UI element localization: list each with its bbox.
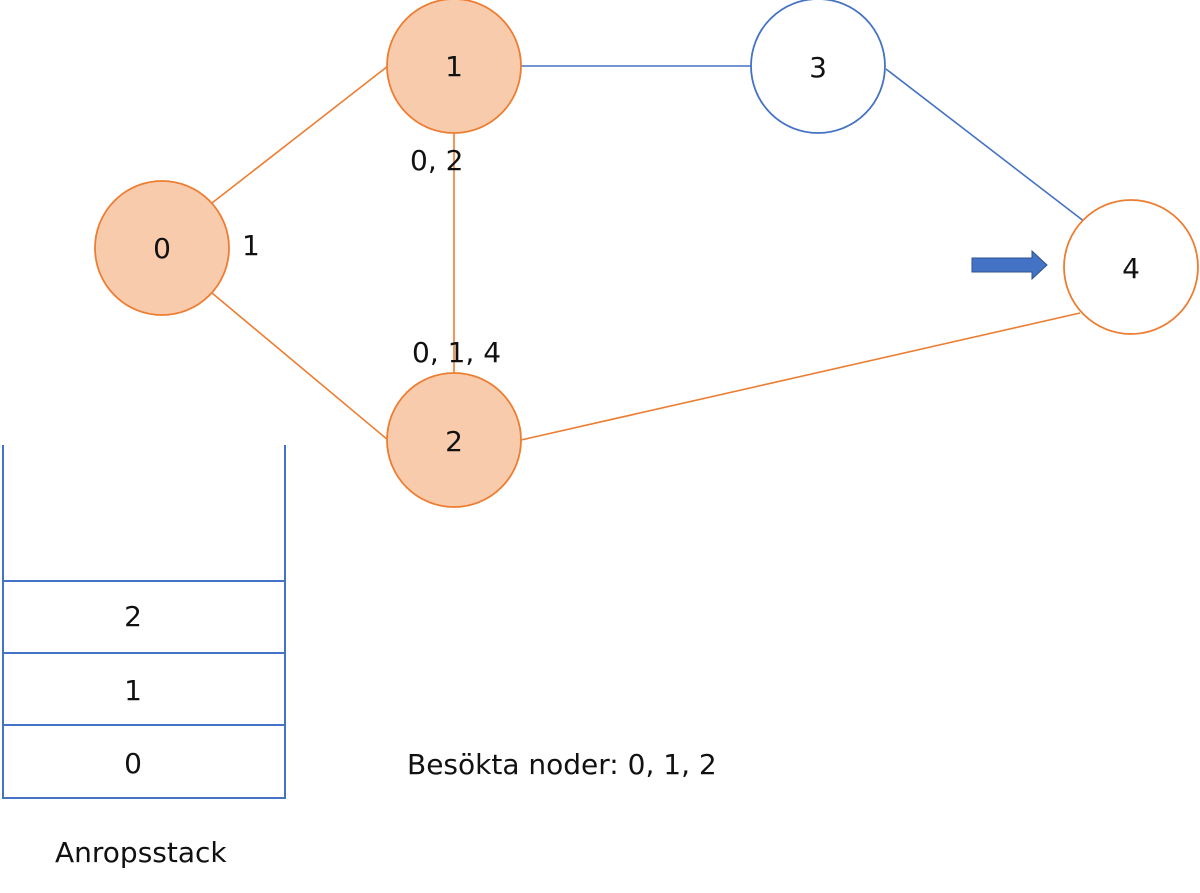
adjacency-labels: 1 0, 2 0, 1, 4 [242,144,501,369]
edge-3-4 [885,68,1086,223]
node-0: 0 [94,180,230,316]
node-2: 2 [386,372,522,508]
call-stack-frame: 2 [124,600,142,633]
edges [211,65,1086,441]
call-stack: 2 1 0 Anropsstack [2,445,286,869]
adjacency-label-node1: 0, 2 [410,144,463,177]
node-2-label: 2 [445,425,463,458]
node-1-circle [386,0,522,134]
node-3-circle [750,0,886,134]
adjacency-label-node0: 1 [242,229,260,262]
right-arrow-icon [971,249,1048,281]
edge-2-4 [520,312,1081,441]
node-1-label: 1 [445,50,463,83]
right-arrow-shape [971,249,1048,281]
node-0-circle [94,180,230,316]
adjacency-label-node2: 0, 1, 4 [412,336,501,369]
node-4: 4 [1063,199,1199,335]
node-0-label: 0 [153,232,171,265]
node-3: 3 [750,0,886,134]
node-3-label: 3 [809,51,827,84]
node-1: 1 [386,0,522,134]
node-4-label: 4 [1122,252,1140,285]
call-stack-caption: Anropsstack [55,836,227,869]
nodes: 0 1 2 3 4 [94,0,1199,508]
node-2-circle [386,372,522,508]
edge-0-1 [211,65,389,204]
visited-nodes-text: Besökta noder: 0, 1, 2 [407,748,717,781]
edge-0-2 [211,292,389,441]
call-stack-frame: 0 [124,747,142,780]
call-stack-frame: 1 [124,674,142,707]
node-4-circle [1063,199,1199,335]
